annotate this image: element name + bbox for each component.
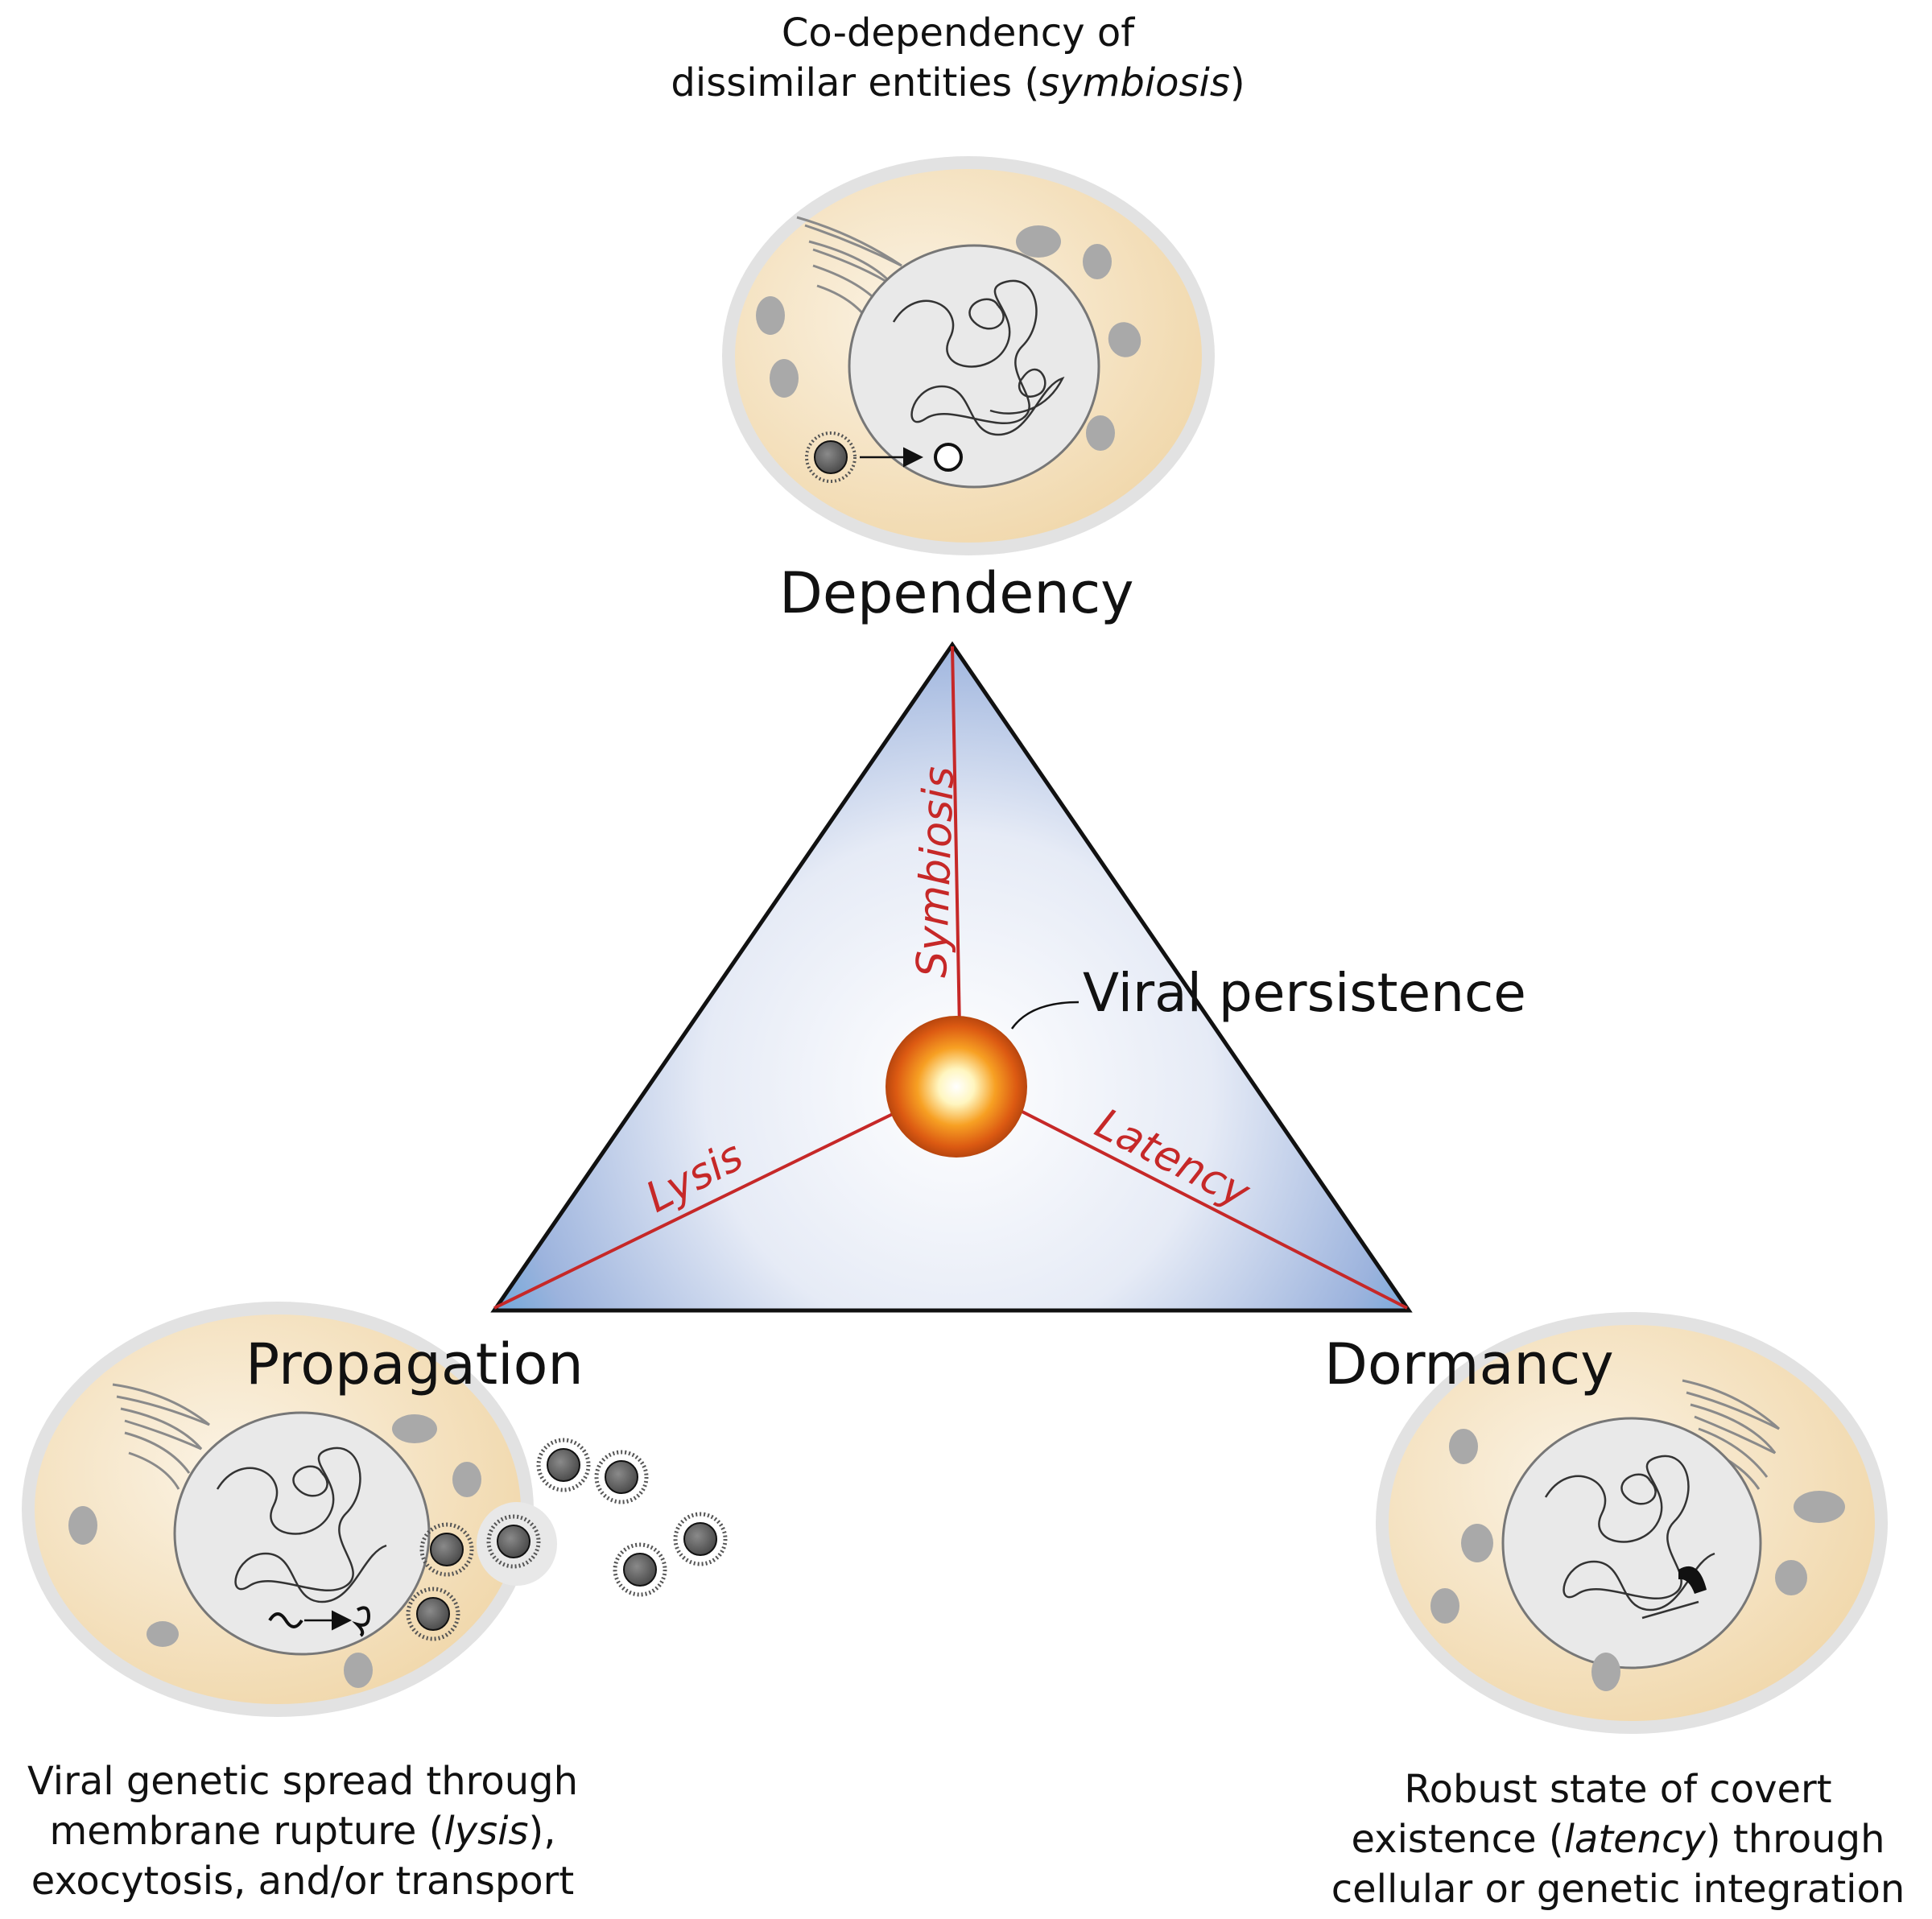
caption-text: ) through xyxy=(1705,1817,1885,1862)
replicated-genome-icon xyxy=(352,1606,371,1637)
virion-icon xyxy=(613,1542,667,1597)
caption-text: ), xyxy=(528,1809,556,1854)
spokes xyxy=(493,646,1408,1310)
chromatin xyxy=(892,279,1065,436)
caption-text: ) xyxy=(1229,60,1245,105)
golgi-apparatus xyxy=(1682,1379,1781,1490)
virion-icon xyxy=(673,1512,728,1566)
virion-icon xyxy=(486,1514,541,1569)
organelles xyxy=(756,225,1141,451)
center-leader-line xyxy=(1010,1001,1080,1030)
caption-line: membrane rupture (lysis), xyxy=(0,1806,605,1856)
caption-text: membrane rupture ( xyxy=(49,1809,444,1854)
spoke-latency xyxy=(1015,1107,1408,1310)
caption-line: Viral genetic spread through xyxy=(27,1759,579,1804)
caption-emphasis: symbiosis xyxy=(1039,60,1230,105)
persistence-triangle xyxy=(490,641,1413,1313)
integrated-provirus-icon xyxy=(1678,1566,1707,1594)
center-label: Viral persistence xyxy=(1083,962,1526,1024)
caption-text: dissimilar entities ( xyxy=(671,60,1040,105)
caption-line: dissimilar entities (symbiosis) xyxy=(620,58,1296,108)
chromatin xyxy=(216,1446,387,1603)
virion-icon xyxy=(419,1522,474,1577)
virion-icon xyxy=(536,1438,591,1492)
caption-propagation: Viral genetic spread through membrane ru… xyxy=(0,1756,605,1906)
vertex-label-dormancy: Dormancy xyxy=(1324,1331,1614,1397)
caption-line: cellular or genetic integration xyxy=(1331,1867,1905,1912)
organelles xyxy=(1430,1429,1845,1691)
cell-dormancy xyxy=(1376,1312,1888,1734)
virion-entering-icon xyxy=(805,431,857,483)
caption-dependency: Co-dependency of dissimilar entities (sy… xyxy=(620,8,1296,108)
caption-dormancy: Robust state of covert existence (latenc… xyxy=(1304,1764,1932,1914)
spoke-symbiosis xyxy=(951,646,961,1030)
caption-text: existence ( xyxy=(1351,1817,1564,1862)
spoke-lysis xyxy=(493,1109,900,1310)
caption-emphasis: latency xyxy=(1563,1817,1706,1862)
nucleus xyxy=(1501,1417,1762,1669)
caption-line: exocytosis, and/or transport xyxy=(31,1859,575,1904)
caption-line: existence (latency) through xyxy=(1304,1814,1932,1864)
viral-genome-icon xyxy=(934,443,963,472)
cell-propagation xyxy=(22,1302,557,1717)
golgi-apparatus xyxy=(112,1383,210,1490)
viral-persistence-core xyxy=(886,1016,1027,1158)
caption-line: Co-dependency of xyxy=(781,10,1135,56)
virion-icon xyxy=(406,1587,460,1641)
cell-dependency xyxy=(722,156,1215,555)
caption-emphasis: lysis xyxy=(444,1809,529,1854)
viral-genome-icon xyxy=(268,1612,303,1628)
released-virions xyxy=(406,1438,728,1641)
chromatin xyxy=(1544,1455,1715,1620)
vertex-label-dependency: Dependency xyxy=(779,560,1134,626)
edge-label-symbiosis: Symbiosis xyxy=(908,766,964,978)
vertex-label-propagation: Propagation xyxy=(246,1331,584,1397)
virion-icon xyxy=(594,1450,649,1504)
organelles xyxy=(68,1414,481,1688)
caption-line: Robust state of covert xyxy=(1404,1767,1832,1812)
